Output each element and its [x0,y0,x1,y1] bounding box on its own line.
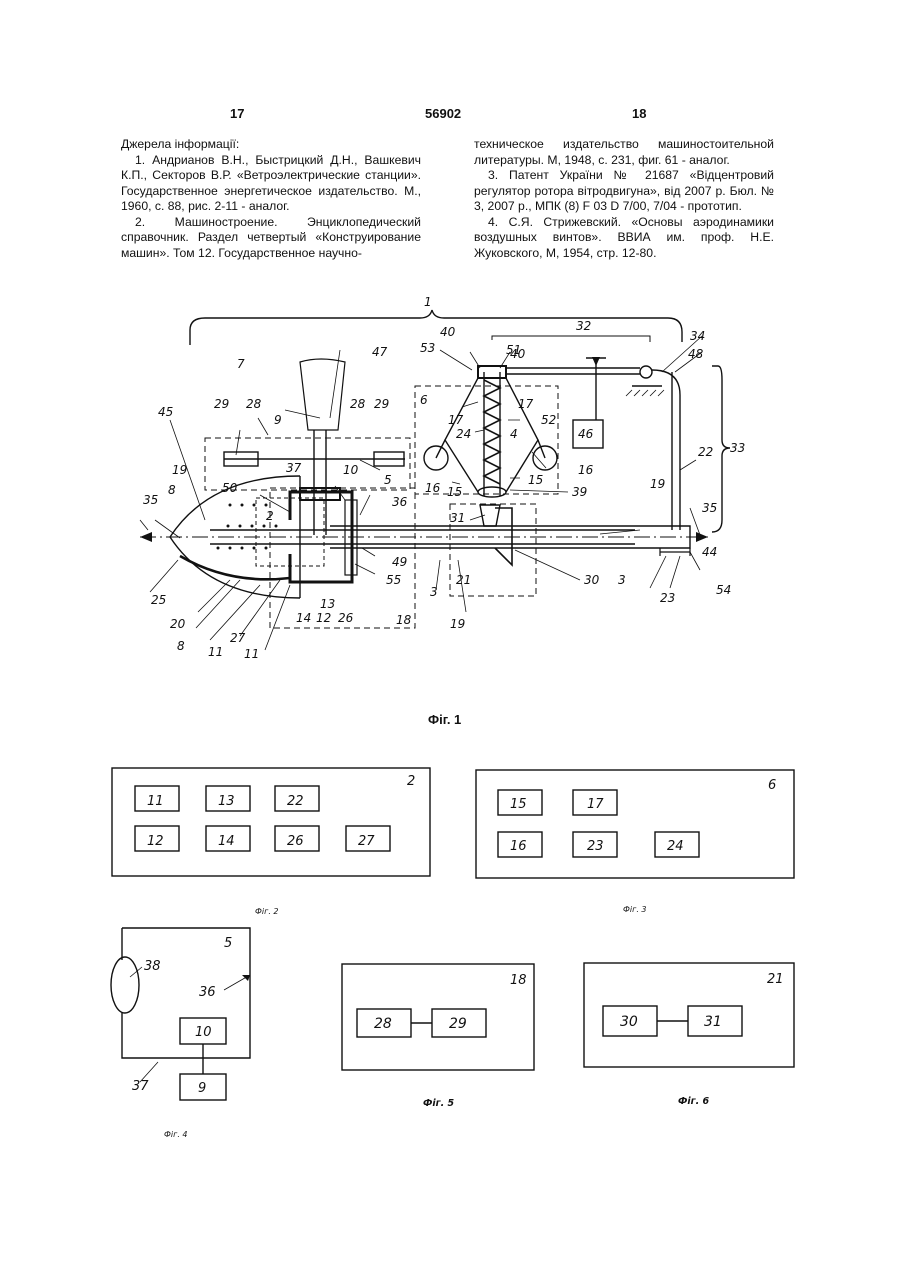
fig1-label-15b: 15 [528,473,543,487]
fig2-block-11: 11 [147,794,164,809]
fig1-label-15: 15 [447,485,462,499]
fig6-block-30: 30 [620,1014,638,1030]
fig1-label-28: 28 [246,397,262,411]
fig6-caption: Фіг. 6 [678,1096,710,1107]
fig1-label-3: 3 [618,573,626,587]
fig1-label-31: 31 [450,511,465,525]
fig1-label-53: 53 [420,341,435,355]
fig4-label-38: 38 [144,959,161,974]
fig1-label-4: 4 [510,427,518,441]
fig1-label-10: 10 [343,463,359,477]
fig1-label-39: 39 [572,485,587,499]
fig1-label-2: 2 [266,509,274,523]
fig3-caption: Фіг. 3 [623,905,647,914]
fig1-label-26: 26 [338,611,354,625]
fig1-label-27: 27 [230,631,246,645]
fig2-block-13: 13 [218,794,235,809]
fig1-label-19: 19 [650,477,665,491]
fig1-label-14: 14 [296,611,311,625]
fig1-label-44: 44 [702,545,717,559]
fig1-label-55: 55 [386,573,401,587]
fig1-label-18: 18 [396,613,412,627]
fig3-number: 6 [768,778,776,793]
fig4-caption: Фіг. 4 [164,1130,188,1139]
fig1-label-16: 16 [425,481,441,495]
fig1-label-17b: 17 [518,397,534,411]
fig1-label-11: 11 [208,645,223,659]
fig3-block-17: 17 [587,797,604,812]
fig3-block-23: 23 [587,839,604,854]
fig1-label-29b: 29 [374,397,389,411]
fig3-block-24: 24 [667,839,684,854]
fig1-label-9: 9 [274,413,282,427]
fig1-label-34: 34 [690,329,705,343]
fig1-label-49: 49 [392,555,407,569]
fig1-label-35: 35 [702,501,717,515]
fig1-label-30: 30 [584,573,600,587]
fig5-block-28: 28 [374,1016,392,1032]
fig2-block-26: 26 [287,834,304,849]
fig4-label-37: 37 [132,1079,149,1094]
fig4-label-36: 36 [199,985,216,1000]
fig1-label-8: 8 [168,483,176,497]
fig1-label-35b: 35 [143,493,158,507]
fig3-block-16: 16 [510,839,527,854]
fig1-label-46: 46 [578,427,594,441]
fig1-label-32: 32 [576,319,591,333]
fig2-block-22: 22 [287,794,304,809]
block-diagrams: 2 11 13 22 12 14 26 27 6 15 17 16 23 24 … [0,740,901,1160]
fig1-label-6: 6 [420,393,428,407]
fig5-caption: Фіг. 5 [423,1098,455,1109]
fig1-label-16b: 16 [578,463,594,477]
fig1-label-7: 7 [237,357,245,371]
fig2-block-14: 14 [218,834,235,849]
fig1-label-40: 40 [440,325,456,339]
fig1-label-52: 52 [541,413,556,427]
fig1-label-24: 24 [456,427,471,441]
fig1-label-37: 37 [286,461,302,475]
fig4-block-10: 10 [195,1025,212,1040]
fig2-caption: Фіг. 2 [255,907,279,916]
fig6-number: 21 [767,972,784,987]
fig1-label-20: 20 [170,617,186,631]
fig1-label-50: 50 [222,481,238,495]
fig1-label-8b: 8 [177,639,185,653]
fig1-label-22: 22 [698,445,713,459]
fig1-label-17: 17 [448,413,464,427]
fig1-label-5: 5 [384,473,392,487]
fig1-label-33: 33 [730,441,745,455]
fig1-label-21: 21 [456,573,471,587]
fig1-label-28b: 28 [350,397,366,411]
figure-1-drawing: 1 32 34 48 40 51 40 53 6 17 17 24 4 52 4… [0,0,901,740]
fig3-block-15: 15 [510,797,527,812]
fig1-label-1: 1 [424,295,432,309]
fig2-number: 2 [407,774,415,789]
fig1-label-54: 54 [716,583,731,597]
fig1-label-40b: 40 [510,347,526,361]
fig1-label-45: 45 [158,405,173,419]
fig1-label-19c: 19 [172,463,187,477]
fig1-label-23: 23 [660,591,675,605]
fig1-label-47: 47 [372,345,388,359]
fig5-block-29: 29 [449,1016,467,1032]
fig1-label-11b: 11 [244,647,259,661]
fig4-block-9: 9 [198,1081,206,1096]
fig2-block-27: 27 [358,834,375,849]
fig1-label-48: 48 [688,347,704,361]
fig1-caption: Фіг. 1 [428,712,461,727]
fig1-label-3b: 3 [430,585,438,599]
fig2-block-12: 12 [147,834,164,849]
fig1-label-19b: 19 [450,617,465,631]
fig6-block-31: 31 [704,1014,722,1030]
fig1-label-29: 29 [214,397,229,411]
fig1-label-25: 25 [151,593,166,607]
fig5-number: 18 [510,973,527,988]
fig1-label-13: 13 [320,597,335,611]
fig1-label-36: 36 [392,495,408,509]
fig4-number: 5 [224,936,232,951]
fig1-label-12: 12 [316,611,331,625]
